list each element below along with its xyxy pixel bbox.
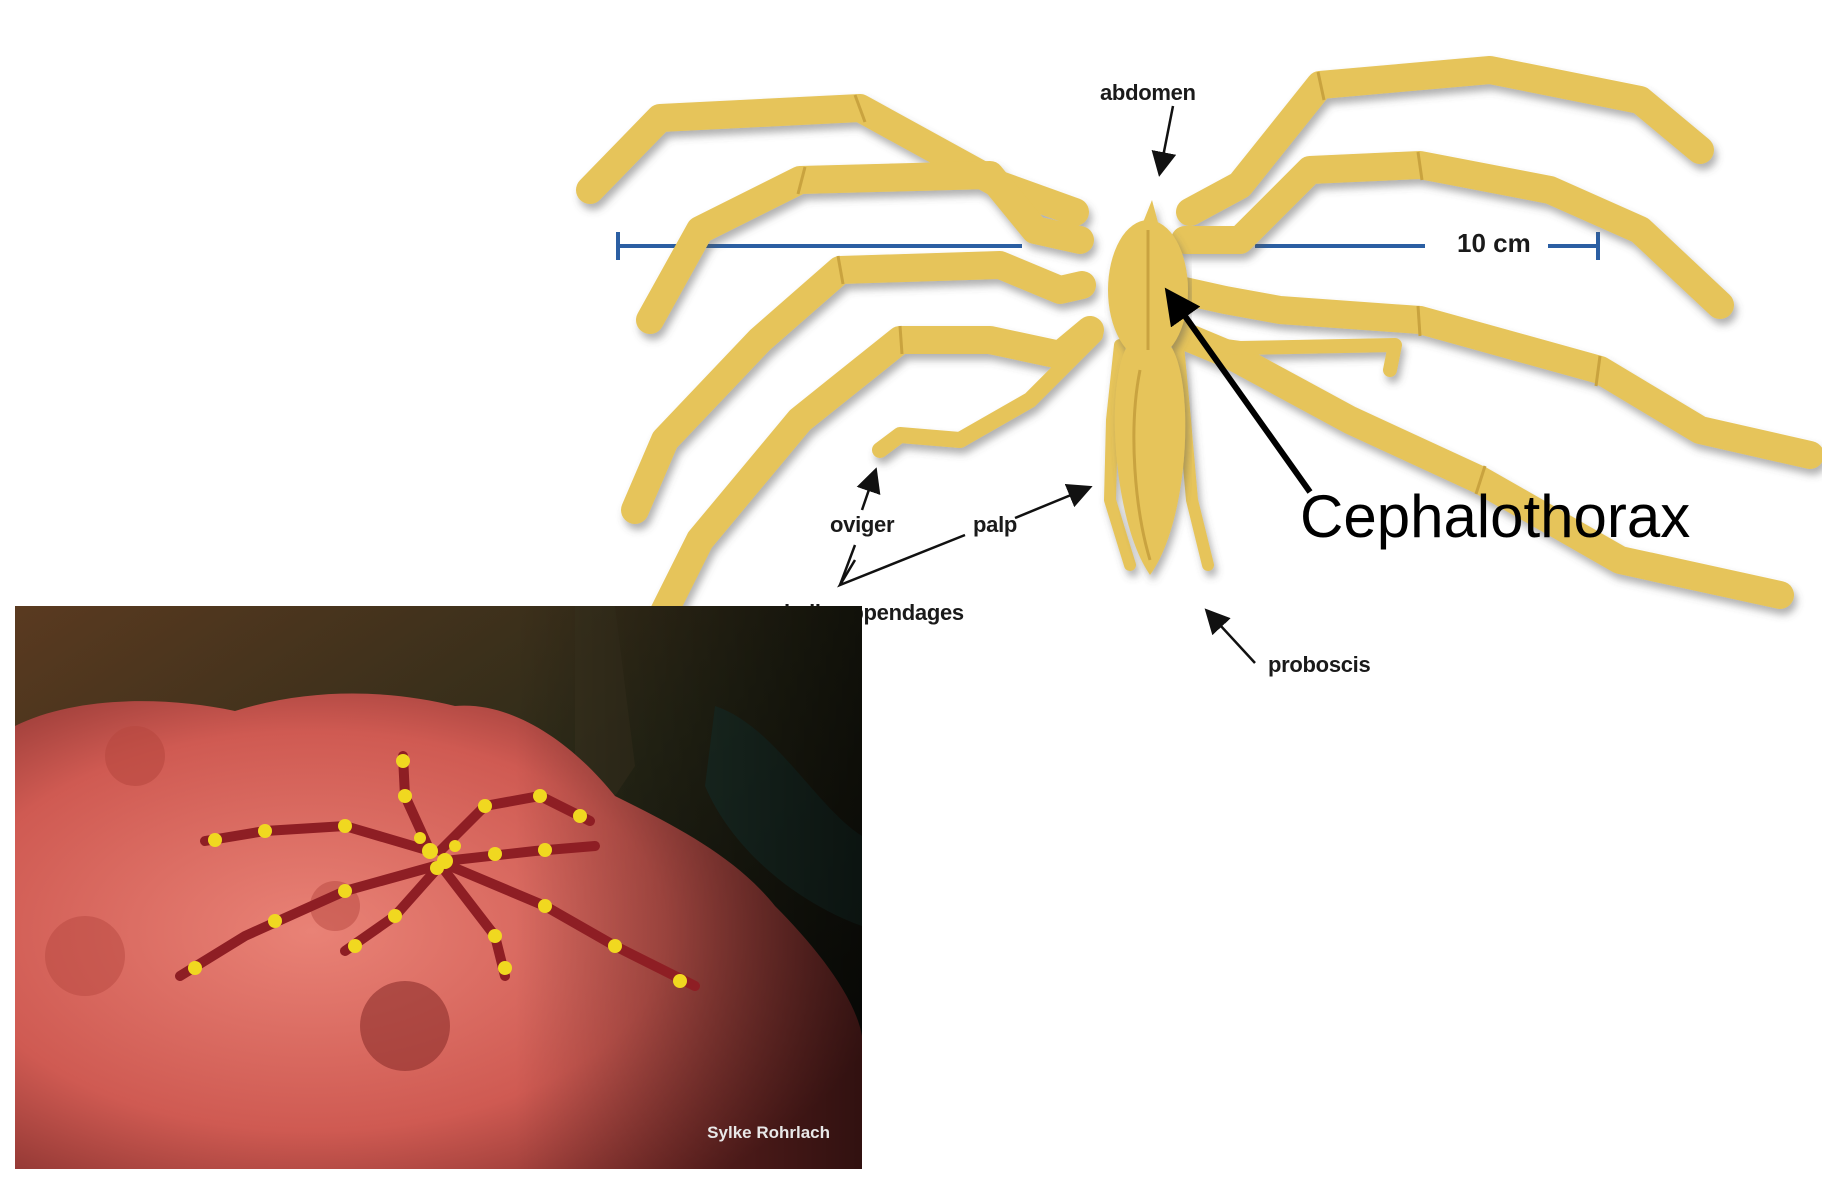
label-oviger: oviger bbox=[830, 512, 895, 537]
leg-right-1 bbox=[1176, 56, 1714, 226]
abdomen-arrow bbox=[1151, 105, 1177, 177]
spider-leg-bands bbox=[188, 754, 687, 988]
oviger-arrow bbox=[856, 467, 881, 511]
photo-credit: Sylke Rohrlach bbox=[707, 1123, 830, 1142]
photo-image bbox=[15, 606, 862, 1169]
label-abdomen: abdomen bbox=[1100, 80, 1196, 105]
palp-arrow bbox=[1014, 484, 1093, 520]
sea-spider-photo: Sylke Rohrlach bbox=[15, 606, 862, 1169]
proboscis-body bbox=[1114, 345, 1186, 575]
palp-left bbox=[1104, 339, 1136, 571]
cephalic-to-oviger-line bbox=[838, 544, 857, 586]
cephalic-appendages-bracket bbox=[837, 533, 966, 588]
proboscis-arrow bbox=[1204, 608, 1256, 664]
leg-right-2 bbox=[1171, 151, 1734, 319]
leg-joints bbox=[796, 71, 1602, 495]
label-cephalothorax: Cephalothorax bbox=[1300, 483, 1691, 550]
annotation-arrows bbox=[837, 105, 1256, 664]
oviger-appendage bbox=[872, 327, 1103, 458]
leg-right-4 bbox=[1156, 316, 1794, 609]
leg-left-2 bbox=[636, 161, 1094, 334]
right-small-appendage bbox=[1173, 333, 1402, 377]
label-scale: 10 cm bbox=[1457, 228, 1531, 258]
cephalothorax-arrow bbox=[1164, 287, 1313, 494]
scale-bar bbox=[616, 232, 1600, 260]
specimen-legs bbox=[576, 56, 1822, 704]
label-proboscis: proboscis bbox=[1268, 652, 1371, 677]
label-palp: palp bbox=[973, 512, 1018, 537]
